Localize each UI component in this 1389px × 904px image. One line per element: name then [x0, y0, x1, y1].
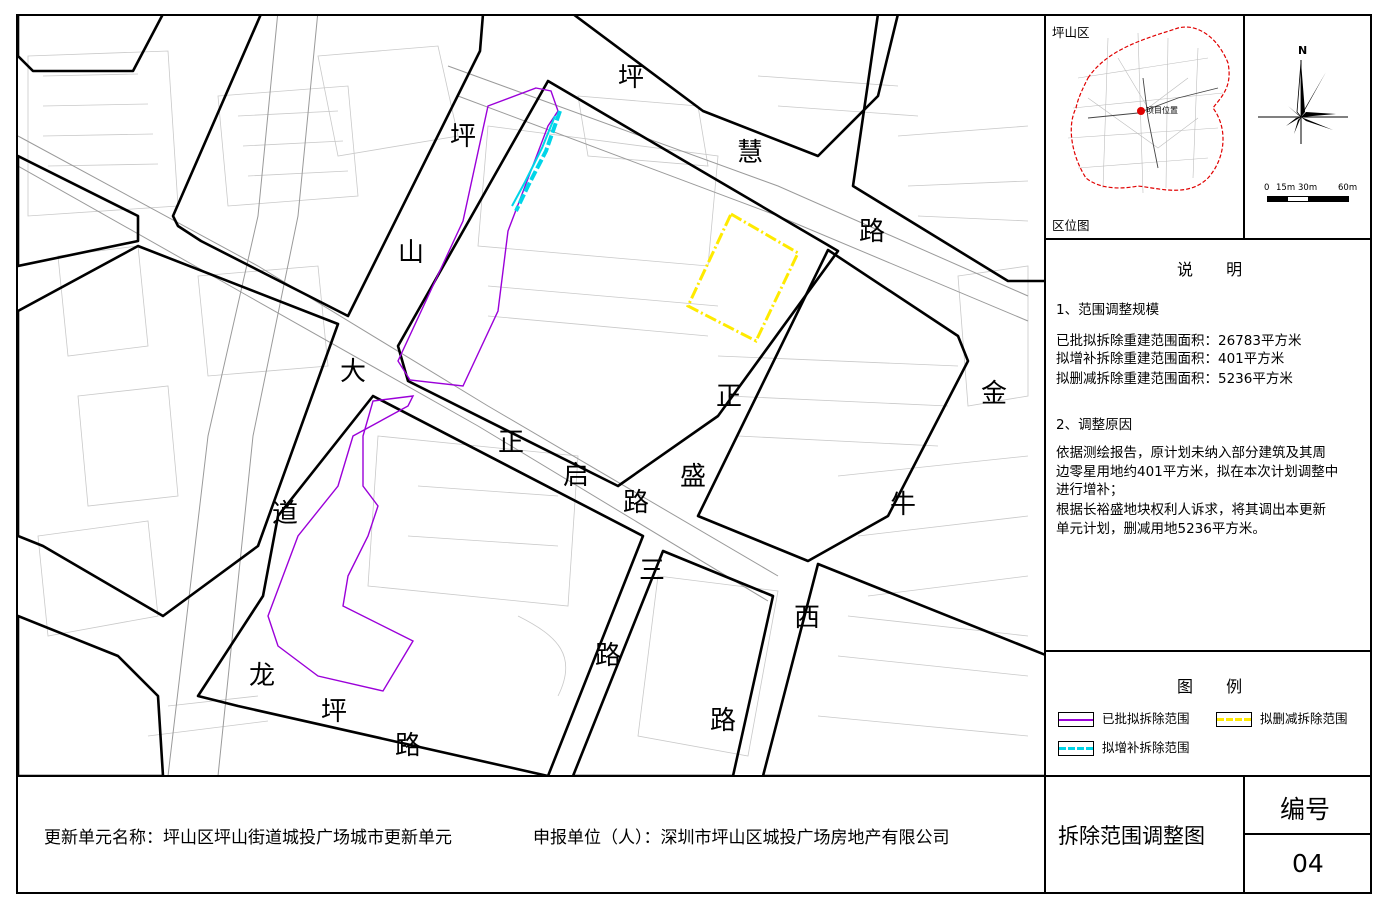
notes-title: 说 明 — [1177, 260, 1257, 279]
location-map-caption: 区位图 — [1052, 218, 1090, 233]
road-char-pingshan-3: 大 — [340, 357, 367, 387]
road-char-zhengsheng-2: 盛 — [680, 462, 707, 492]
notes-reason-line: 根据长裕盛地块权利人诉求，将其调出本更新 — [1056, 502, 1326, 518]
scale-label-60: 60m — [1338, 183, 1358, 193]
background-linework — [27, 45, 1029, 757]
district-boundary — [1070, 26, 1230, 191]
approved-demolition-boundary — [267, 87, 559, 692]
location-map-svg — [1067, 26, 1230, 194]
legend-title: 图 例 — [1177, 677, 1257, 696]
road-char-pinghui-1: 坪 — [618, 63, 645, 93]
map-svg — [18, 16, 1044, 775]
reduced-demolition-boundary — [686, 211, 800, 344]
road-char-zhengsheng-3: 三 — [639, 556, 666, 586]
road-char-zhengqi-1: 正 — [498, 428, 525, 458]
notes-reason-line: 边零星用地约401平方米，拟在本次计划调整中 — [1056, 464, 1339, 480]
road-char-pinghui-3: 路 — [859, 217, 886, 247]
road-char-zhengqi-3: 路 — [623, 488, 650, 518]
road-char-jinniu-1: 金 — [981, 379, 1008, 409]
project-location-marker — [1137, 107, 1145, 115]
scale-bar: 0 15m 30m 60m — [1264, 183, 1359, 205]
road-char-pingshan-2: 山 — [398, 238, 425, 268]
location-divider — [1243, 15, 1245, 239]
road-edge-lines — [18, 16, 1029, 775]
legend-swatch-approved — [1058, 712, 1094, 727]
number-label: 编号 — [1280, 795, 1331, 824]
road-char-jinniu-2: 牛 — [890, 490, 917, 520]
legend-line-reduced — [1217, 718, 1251, 721]
road-char-pingshan-4: 道 — [272, 499, 299, 529]
number-value: 04 — [1292, 849, 1324, 878]
location-map[interactable]: 坪山区 项目位置 区位图 — [1048, 18, 1240, 233]
notes-reduced-area: 拟删减拆除重建范围面积：5236平方米 — [1056, 371, 1293, 387]
legend-label-reduced: 拟删减拆除范围 — [1260, 711, 1348, 726]
notes-section1-title: 1、范围调整规模 — [1056, 302, 1160, 318]
road-char-zhengsheng-1: 正 — [716, 382, 743, 412]
north-arrow: N — [1258, 44, 1348, 144]
scale-label-30: 30m — [1298, 183, 1318, 193]
notes-reason-line: 进行增补； — [1056, 482, 1124, 498]
scale-bar-graphic — [1267, 196, 1349, 202]
district-label: 坪山区 — [1052, 25, 1090, 40]
block-outlines — [18, 16, 1044, 775]
scale-label-0: 0 — [1264, 183, 1270, 193]
notes-section2-title: 2、调整原因 — [1056, 417, 1133, 433]
footer-number-value-border — [1243, 833, 1372, 894]
north-label: N — [1298, 44, 1308, 57]
project-location-label: 项目位置 — [1146, 106, 1178, 115]
road-char-longping-2: 坪 — [321, 697, 348, 727]
legend-line-approved — [1059, 719, 1093, 721]
scale-label-15: 15m — [1276, 183, 1296, 193]
road-char-longping-3: 路 — [395, 731, 422, 761]
road-char-pinghui-2: 慧 — [737, 138, 764, 168]
road-char-jinniu-4: 路 — [710, 706, 737, 736]
map-title: 拆除范围调整图 — [1058, 824, 1205, 848]
legend-label-added: 拟增补拆除范围 — [1102, 740, 1190, 755]
notes-reason-line: 依据测绘报告，原计划未纳入部分建筑及其周 — [1056, 445, 1326, 461]
applicant: 申报单位（人）：深圳市坪山区城投广场房地产有限公司 — [533, 828, 950, 848]
road-char-zhengqi-2: 启 — [563, 461, 590, 491]
added-demolition-boundary — [511, 110, 562, 212]
notes-approved-area: 已批拟拆除重建范围面积：26783平方米 — [1056, 333, 1302, 349]
legend-line-added — [1059, 747, 1093, 750]
road-char-longping-1: 龙 — [249, 661, 276, 691]
road-char-pingshan-1: 坪 — [450, 122, 477, 152]
legend-label-approved: 已批拟拆除范围 — [1102, 711, 1190, 726]
legend-swatch-reduced — [1216, 712, 1252, 727]
road-char-jinniu-3: 西 — [794, 603, 821, 633]
legend-swatch-added — [1058, 741, 1094, 756]
main-map[interactable]: 坪 慧 路 坪 山 大 道 正 启 路 正 盛 三 路 金 牛 西 路 龙 坪 … — [18, 16, 1044, 775]
north-arrow-icon — [1258, 60, 1348, 144]
notes-reason-line: 单元计划，删减用地5236平方米。 — [1056, 521, 1266, 537]
road-char-zhengsheng-4: 路 — [595, 641, 622, 671]
legend-divider — [1045, 650, 1371, 652]
notes-added-area: 拟增补拆除重建范围面积：401平方米 — [1056, 351, 1285, 367]
update-unit-name: 更新单元名称：坪山区坪山街道城投广场城市更新单元 — [44, 828, 452, 848]
